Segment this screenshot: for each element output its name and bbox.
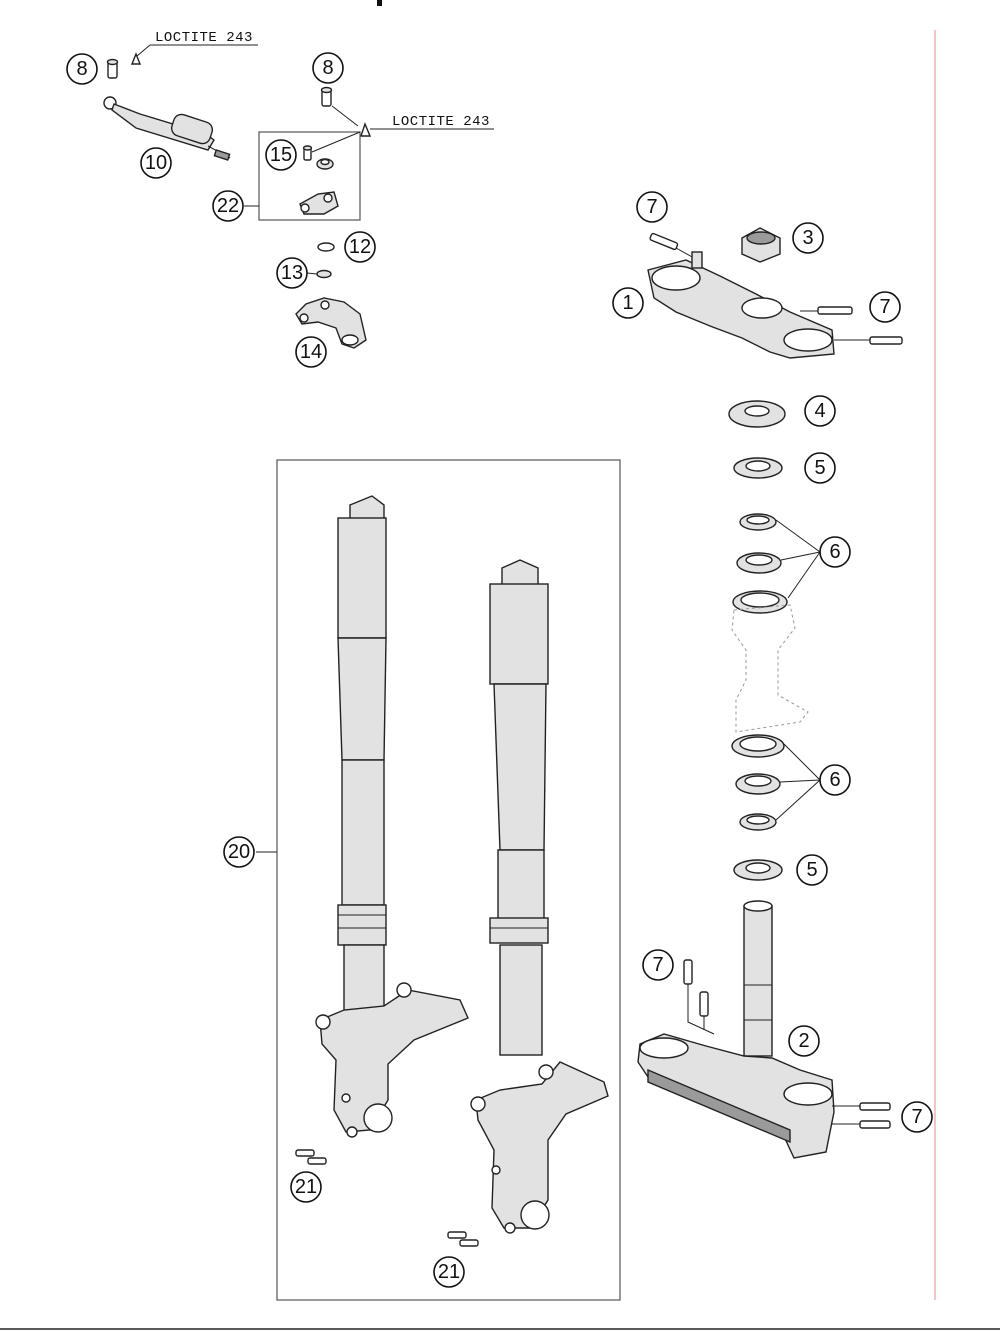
washer-12	[317, 242, 335, 252]
svg-text:5: 5	[806, 859, 817, 881]
bearing-6-upper-b	[736, 552, 782, 574]
callout-13: 13	[276, 257, 308, 289]
callout-7-lower-left: 7	[642, 949, 674, 981]
callout-12: 12	[344, 231, 376, 263]
screw-15	[302, 131, 361, 161]
bolt-7-lower-vertical	[683, 959, 715, 1035]
seal-5-upper	[733, 457, 783, 479]
callout-20: 20	[223, 836, 255, 868]
washer-13	[316, 269, 332, 279]
svg-text:6: 6	[829, 541, 840, 563]
screws-21-right	[447, 1231, 479, 1247]
callout-15: 15	[265, 139, 297, 171]
callout-7-lower-right: 7	[901, 1101, 933, 1133]
loctite-drop-icon-left	[130, 52, 142, 65]
callout-3: 3	[792, 222, 824, 254]
bearing-6-lower-a	[731, 734, 785, 758]
svg-text:22: 22	[217, 195, 239, 217]
svg-text:12: 12	[349, 236, 371, 258]
svg-text:7: 7	[652, 954, 663, 976]
svg-text:1: 1	[622, 292, 633, 314]
callout-8-right: 8	[312, 52, 344, 84]
bearing-6-upper-a	[739, 513, 777, 531]
callout-21-left: 21	[290, 1171, 322, 1203]
mount-kit-box-22	[258, 131, 361, 221]
upper-triple-clamp-1	[647, 251, 835, 359]
dust-cover-4	[728, 400, 786, 428]
bearing-6-upper-c	[732, 590, 788, 614]
svg-text:13: 13	[281, 262, 303, 284]
header-mark	[377, 0, 382, 6]
callout-22: 22	[212, 190, 244, 222]
steering-head-outline	[731, 604, 809, 733]
bolt-8-left	[106, 58, 119, 79]
bolt-7-lower-horizontal	[832, 1102, 891, 1129]
svg-text:21: 21	[295, 1176, 317, 1198]
loctite-label-right: LOCTITE 243	[392, 114, 490, 130]
fork-leg-right	[470, 559, 609, 1234]
top-nut-3	[741, 227, 781, 263]
bolt-8-right	[320, 86, 359, 127]
svg-text:7: 7	[879, 296, 890, 318]
bolt-7-clamp	[834, 336, 903, 345]
svg-text:14: 14	[300, 341, 322, 363]
callout-1: 1	[612, 287, 644, 319]
callout-7-mid: 7	[869, 291, 901, 323]
svg-text:7: 7	[911, 1106, 922, 1128]
seal-5-lower	[733, 859, 783, 881]
bracket-14	[295, 297, 367, 349]
callout-6-lower: 6	[819, 764, 851, 796]
callout-14: 14	[295, 336, 327, 368]
svg-text:5: 5	[814, 457, 825, 479]
svg-text:8: 8	[76, 58, 87, 80]
svg-text:15: 15	[270, 144, 292, 166]
callout-10: 10	[140, 147, 172, 179]
callout-2: 2	[788, 1025, 820, 1057]
loctite-note-right: LOCTITE 243	[360, 114, 494, 137]
bolt-7-top	[649, 232, 695, 259]
svg-text:20: 20	[228, 841, 250, 863]
loctite-note-left: LOCTITE 243	[130, 30, 258, 65]
fork-assembly-box-20	[276, 459, 621, 1301]
bearing-6-lower-c	[739, 813, 777, 831]
bearing-6-lower-b	[735, 773, 781, 795]
svg-text:3: 3	[802, 227, 813, 249]
svg-text:6: 6	[829, 769, 840, 791]
loctite-label-left: LOCTITE 243	[155, 30, 253, 46]
bolt-7-mid	[800, 306, 853, 315]
svg-text:8: 8	[322, 57, 333, 79]
svg-text:7: 7	[646, 196, 657, 218]
svg-text:10: 10	[145, 152, 167, 174]
loctite-drop-icon-right	[360, 122, 372, 137]
callout-6-upper: 6	[819, 536, 851, 568]
callout-5-upper: 5	[804, 452, 836, 484]
damper-bracket-22	[299, 191, 339, 215]
callout-4: 4	[804, 395, 836, 427]
screws-21-left	[295, 1149, 327, 1165]
svg-text:21: 21	[438, 1261, 460, 1283]
bushing	[316, 158, 334, 170]
callout-21-right: 21	[433, 1256, 465, 1288]
lower-triple-clamp-2	[637, 900, 835, 1159]
callout-8-left: 8	[66, 53, 98, 85]
svg-text:2: 2	[798, 1030, 809, 1052]
svg-text:4: 4	[814, 400, 825, 422]
callout-7-top: 7	[636, 191, 668, 223]
callout-5-lower: 5	[796, 854, 828, 886]
steering-damper-10	[103, 96, 231, 161]
fork-leg-left	[315, 495, 469, 1138]
